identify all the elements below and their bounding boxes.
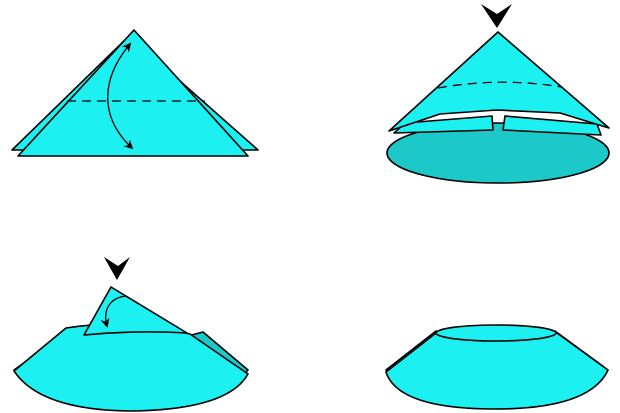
upper-cone (389, 32, 609, 131)
push-arrow-icon (104, 257, 130, 280)
front-triangle-layer (18, 30, 248, 156)
step-4-figure (386, 325, 608, 409)
step-1-figure (12, 30, 258, 156)
top-rim (436, 325, 556, 341)
lower-skirt (14, 324, 248, 411)
push-arrow-icon (481, 4, 512, 28)
step-2-figure (387, 4, 609, 183)
step-3-figure (14, 257, 248, 411)
upper-cone (84, 287, 187, 335)
